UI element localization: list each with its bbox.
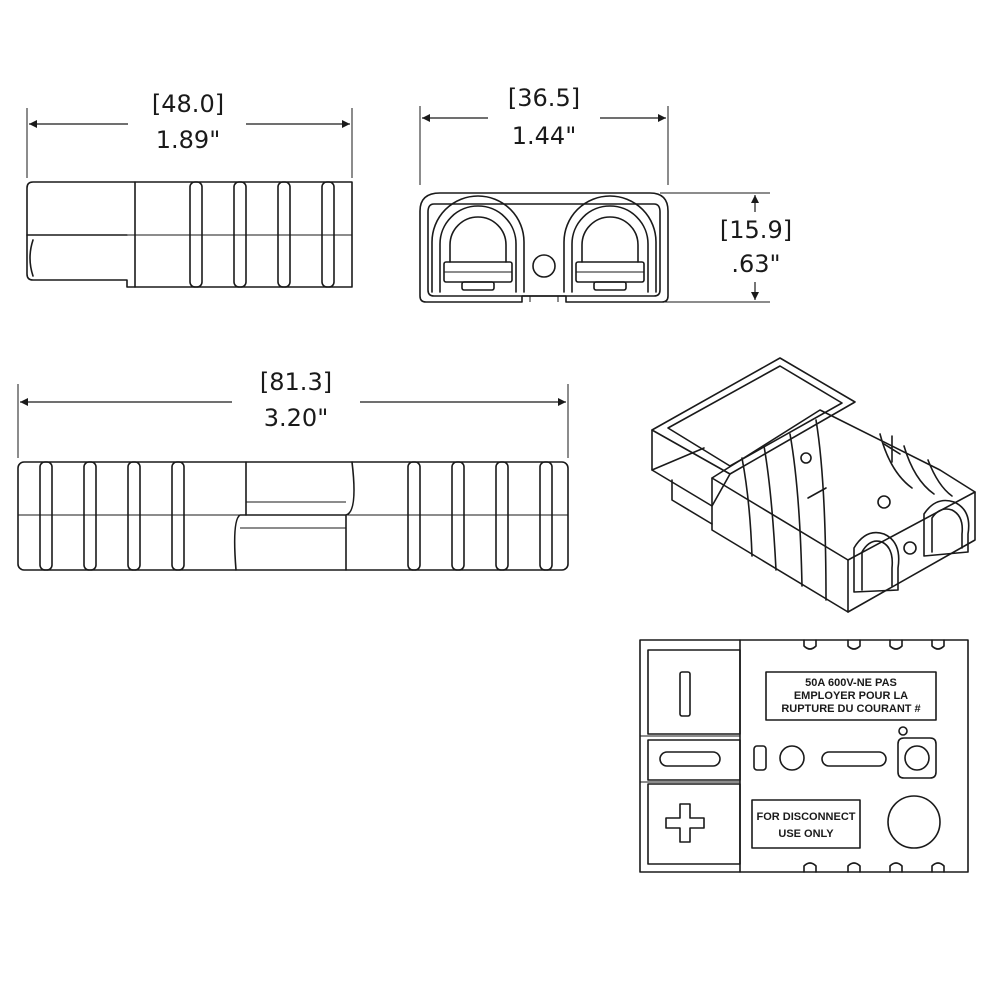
rating-label-line-3: RUPTURE DU COURANT # [781,703,920,715]
disconnect-label-line-2: USE ONLY [778,828,834,840]
top-view: 50A 600V-NE PAS EMPLOYER POUR LA RUPTURE… [639,639,969,873]
rating-label-line-2: EMPLOYER POUR LA [794,690,908,702]
rating-label-box [765,671,937,721]
front-height-metric: [15.9] [720,216,792,244]
rating-label-line-1: 50A 600V-NE PAS [805,677,897,689]
front-width-imperial: 1.44" [512,122,576,150]
front-width-metric: [36.5] [508,84,580,112]
minus-symbol-vertical [679,671,691,717]
minus-symbol-horizontal [659,751,721,767]
front-view: [36.5] 1.44" [15.9] .63" [419,84,792,303]
side-length-metric: [48.0] [152,90,224,118]
side-length-imperial: 1.89" [156,126,220,154]
pair-length-metric: [81.3] [260,368,332,396]
mated-pair-view: [81.3] 3.20" [17,368,569,571]
isometric-view [651,357,976,613]
plus-symbol [665,803,705,843]
disconnect-label-box [751,799,861,849]
front-height-imperial: .63" [731,250,780,278]
disconnect-label-line-1: FOR DISCONNECT [757,811,856,823]
side-view: [48.0] 1.89" [26,90,353,288]
pair-length-imperial: 3.20" [264,404,328,432]
